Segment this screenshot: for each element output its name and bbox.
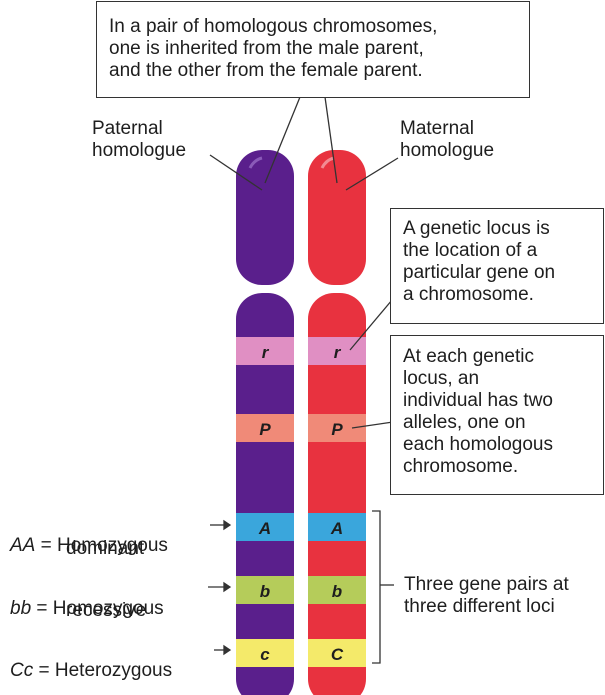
top-callout: In a pair of homologous chromosomes, one… xyxy=(96,1,530,98)
gene-pairs-label: Three gene pairs at three different loci xyxy=(404,574,569,618)
genotype-Cc-equals: = xyxy=(33,660,55,681)
maternal-allele-b: b xyxy=(332,582,342,601)
paternal-allele-P: P xyxy=(259,420,271,439)
genotype-AA-equals: = xyxy=(35,535,57,556)
maternal-homologue-label: Maternal homologue xyxy=(400,118,494,162)
genotype-arrows xyxy=(208,521,230,654)
paternal-band-P: P xyxy=(236,414,294,442)
maternal-band-P: P xyxy=(308,414,366,442)
paternal-band-b: b xyxy=(236,576,294,604)
paternal-allele-A: A xyxy=(258,519,271,538)
paternal-upper-arm xyxy=(236,150,294,285)
genotype-Cc: Cc = Heterozygous xyxy=(10,638,172,682)
locus-callout: A genetic locus is the location of a par… xyxy=(390,208,604,324)
maternal-allele-A: A xyxy=(330,519,343,538)
paternal-homologue-label: Paternal homologue xyxy=(92,118,186,162)
maternal-allele-C: C xyxy=(331,645,344,664)
paternal-band-r: r xyxy=(236,337,294,365)
genotype-Cc-symbol: Cc xyxy=(10,660,33,681)
maternal-allele-P: P xyxy=(331,420,343,439)
maternal-upper-arm xyxy=(308,150,366,285)
genotype-AA-line2: dominant xyxy=(66,538,144,560)
genotype-AA-symbol: AA xyxy=(10,535,35,556)
alleles-callout: At each genetic locus, an individual has… xyxy=(390,335,604,495)
genotype-bb-line2: recessive xyxy=(66,600,146,622)
maternal-band-C: C xyxy=(308,639,366,667)
genotype-bb-symbol: bb xyxy=(10,598,31,619)
paternal-allele-c: c xyxy=(260,645,270,664)
genotype-bb-equals: = xyxy=(31,598,53,619)
paternal-band-c: c xyxy=(236,639,294,667)
maternal-band-A: A xyxy=(308,513,366,541)
gene-pairs-bracket xyxy=(372,511,380,663)
maternal-band-b: b xyxy=(308,576,366,604)
paternal-allele-b: b xyxy=(260,582,270,601)
genotype-Cc-text: Heterozygous xyxy=(55,660,172,681)
paternal-band-A: A xyxy=(236,513,294,541)
